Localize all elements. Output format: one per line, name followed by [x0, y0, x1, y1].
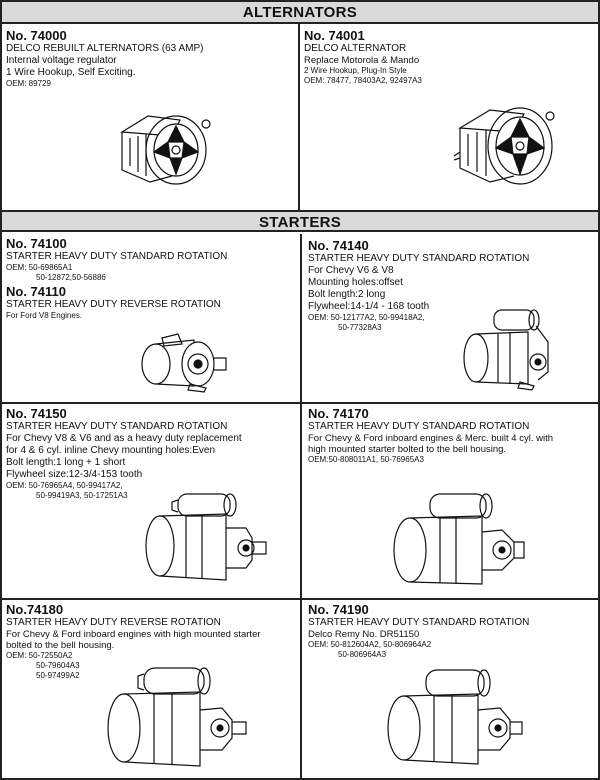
product-line: for 4 & 6 cyl. inline Chevy mounting hol… — [6, 445, 215, 456]
column-divider — [298, 24, 300, 210]
starter-illustration — [387, 669, 523, 765]
product-title: STARTER HEAVY DUTY REVERSE ROTATION — [6, 299, 221, 310]
oem-numbers: 50-77328A3 — [338, 323, 382, 332]
product-line: Bolt length:2 long — [308, 289, 386, 300]
product-title: STARTER HEAVY DUTY STANDARD ROTATION — [6, 251, 228, 262]
alternator-illustration — [120, 115, 211, 185]
product-line: For Ford V8 Engines. — [6, 311, 83, 320]
product-title: STARTER HEAVY DUTY STANDARD ROTATION — [308, 253, 530, 264]
oem-numbers: OEM:50-808011A1, 50-76965A3 — [308, 455, 424, 464]
product-line: Flywheel size:12-3/4-153 tooth — [6, 469, 143, 480]
oem-numbers: OEM: 50-812604A2, 50-806964A2 — [308, 640, 432, 649]
product-line: For Chevy V8 & V6 and as a heavy duty re… — [6, 433, 242, 444]
starter-illustration — [107, 667, 247, 767]
product-title: STARTER HEAVY DUTY STANDARD ROTATION — [308, 421, 530, 432]
oem-numbers: OEM: 50-12177A2, 50-99418A2, — [308, 313, 425, 322]
product-line: 1 Wire Hookup, Self Exciting. — [6, 67, 136, 78]
product-74170: No. 74170 STARTER HEAVY DUTY STANDARD RO… — [308, 406, 596, 596]
product-line: For Chevy & Ford inboard engines & Merc.… — [308, 433, 553, 444]
product-line: bolted to the bell housing. — [6, 640, 115, 651]
product-74140: No. 74140 STARTER HEAVY DUTY STANDARD RO… — [308, 238, 596, 400]
product-title: DELCO ALTERNATOR — [304, 43, 407, 54]
product-line: Internal voltage regulator — [6, 55, 117, 66]
product-74100: No. 74100 STARTER HEAVY DUTY STANDARD RO… — [6, 236, 298, 400]
starter-illustration — [141, 333, 227, 393]
product-title: STARTER HEAVY DUTY REVERSE ROTATION — [6, 617, 221, 628]
product-line: For Chevy & Ford inboard engines with hi… — [6, 629, 261, 640]
part-number: No. 74150 — [6, 406, 67, 421]
part-number: No. 74170 — [308, 406, 369, 421]
oem-numbers: 50-12872,50-56886 — [36, 273, 106, 282]
product-line: Replace Motorola & Mando — [304, 55, 420, 66]
product-title: STARTER HEAVY DUTY STANDARD ROTATION — [6, 421, 228, 432]
section-header-starters: STARTERS — [2, 210, 598, 232]
product-74180: No.74180 STARTER HEAVY DUTY REVERSE ROTA… — [6, 602, 298, 776]
product-line: high mounted starter bolted to the bell … — [308, 444, 507, 455]
starter-illustration — [393, 493, 525, 585]
oem-numbers: 50-79604A3 — [36, 661, 80, 670]
oem-numbers: OEM: 50-76965A4, 50-99417A2, — [6, 481, 123, 490]
product-line: Delco Remy No. DR51150 — [308, 629, 420, 640]
row-divider — [2, 402, 598, 404]
oem-numbers: OEM: 89729 — [6, 79, 51, 88]
product-line: 2 Wire Hookup, Plug-In Style — [304, 66, 407, 75]
part-number: No. 74110 — [6, 284, 66, 299]
oem-numbers: 50-806964A3 — [338, 650, 387, 659]
part-number: No.74180 — [6, 602, 64, 617]
product-74150: No. 74150 STARTER HEAVY DUTY STANDARD RO… — [6, 406, 298, 596]
section-header-alternators: ALTERNATORS — [2, 2, 598, 24]
row-divider — [2, 598, 598, 600]
product-line: For Chevy V6 & V8 — [308, 265, 394, 276]
part-number: No. 74140 — [308, 238, 369, 253]
product-74001: No. 74001 DELCO ALTERNATOR Replace Motor… — [304, 28, 594, 208]
part-number: No. 74000 — [6, 28, 67, 43]
product-title: DELCO REBUILT ALTERNATORS (63 AMP) — [6, 43, 204, 54]
column-divider — [300, 234, 302, 778]
product-line: Mounting holes:offset — [308, 277, 403, 288]
product-line: Flywheel:14-1/4 - 168 tooth — [308, 301, 430, 312]
product-74190: No. 74190 STARTER HEAVY DUTY STANDARD RO… — [308, 602, 596, 776]
alternator-illustration — [453, 107, 555, 185]
oem-numbers: 50-97499A2 — [36, 671, 80, 680]
oem-numbers: 50-99419A3, 50-17251A3 — [36, 491, 128, 500]
oem-numbers: OEM: 78477, 78403A2, 92497A3 — [304, 76, 422, 85]
product-74000: No. 74000 DELCO REBUILT ALTERNATORS (63 … — [6, 28, 296, 208]
oem-numbers: OEM: 50-69865A1 — [6, 263, 73, 272]
part-number: No. 74001 — [304, 28, 365, 43]
product-title: STARTER HEAVY DUTY STANDARD ROTATION — [308, 617, 530, 628]
starter-illustration — [145, 493, 267, 581]
product-line: Bolt length:1 long + 1 short — [6, 457, 126, 468]
starter-illustration — [463, 309, 549, 391]
oem-numbers: OEM: 50-72550A2 — [6, 651, 73, 660]
part-number: No. 74100 — [6, 236, 67, 251]
part-number: No. 74190 — [308, 602, 369, 617]
